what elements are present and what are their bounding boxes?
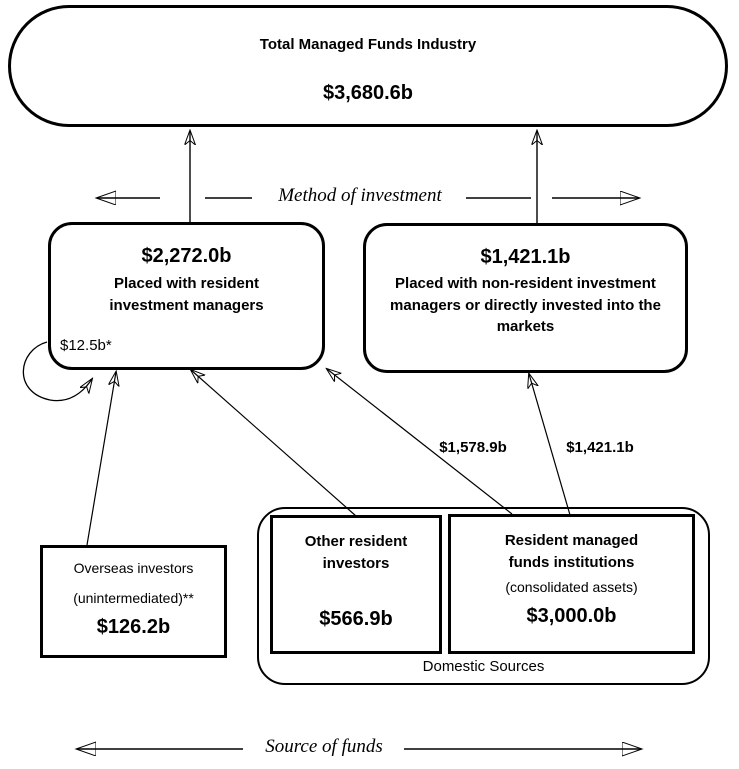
resident-funds-subnote: (consolidated assets): [505, 579, 638, 595]
flow-label-to-resident-managers: $1,578.9b: [439, 439, 507, 456]
arrow-overseas-to-resident-managers: [86, 372, 116, 546]
overseas-line1: Overseas investors: [73, 560, 194, 576]
non-resident-line3: markets: [496, 318, 555, 335]
arrow-self-loop-resident-managers: [22, 341, 92, 402]
non-resident-line2: managers or directly invested into the: [390, 296, 661, 314]
other-resident-line1: Other resident: [304, 533, 408, 550]
arrow-resident-funds-to-resident-managers: [327, 369, 513, 515]
overseas-line2: (unintermediated)**: [73, 590, 194, 606]
node-total-managed-funds: Total Managed Funds Industry $3,680.6b: [8, 5, 728, 127]
total-value: $3,680.6b: [322, 82, 414, 104]
node-overseas-investors: Overseas investors (unintermediated)** $…: [40, 545, 227, 658]
flow-label-to-non-resident: $1,421.1b: [566, 439, 634, 456]
domestic-sources-label: Domestic Sources: [422, 658, 545, 675]
node-resident-managed-funds: Resident managed funds institutions (con…: [448, 514, 695, 654]
source-of-funds-label: Source of funds: [265, 736, 383, 757]
node-non-resident-investment: $1,421.1b Placed with non-resident inves…: [363, 223, 688, 373]
resident-managers-line2: investment managers: [109, 297, 264, 314]
resident-funds-value: $3,000.0b: [526, 605, 617, 627]
non-resident-value: $1,421.1b: [480, 246, 571, 268]
other-resident-value: $566.9b: [319, 608, 393, 630]
resident-managers-value: $2,272.0b: [141, 245, 232, 267]
overseas-value: $126.2b: [96, 616, 171, 638]
group-domestic-sources: Domestic Sources: [257, 507, 710, 685]
resident-managers-line1: Placed with resident: [113, 275, 260, 292]
node-other-resident-investors: Other resident investors $566.9b: [270, 515, 442, 654]
non-resident-line1: Placed with non-resident investment: [395, 275, 656, 292]
other-resident-line2: investors: [322, 555, 390, 572]
total-title: Total Managed Funds Industry: [259, 36, 477, 53]
node-resident-investment-managers: $2,272.0b Placed with resident investmen…: [48, 222, 325, 370]
method-of-investment-label: Method of investment: [278, 185, 442, 206]
self-loop-value: $12.5b*: [60, 337, 112, 354]
arrow-other-resident-to-resident-managers: [191, 370, 357, 517]
resident-funds-line2: funds institutions: [508, 554, 635, 571]
arrow-resident-funds-to-non-resident: [529, 374, 571, 516]
resident-funds-line1: Resident managed: [504, 532, 639, 549]
